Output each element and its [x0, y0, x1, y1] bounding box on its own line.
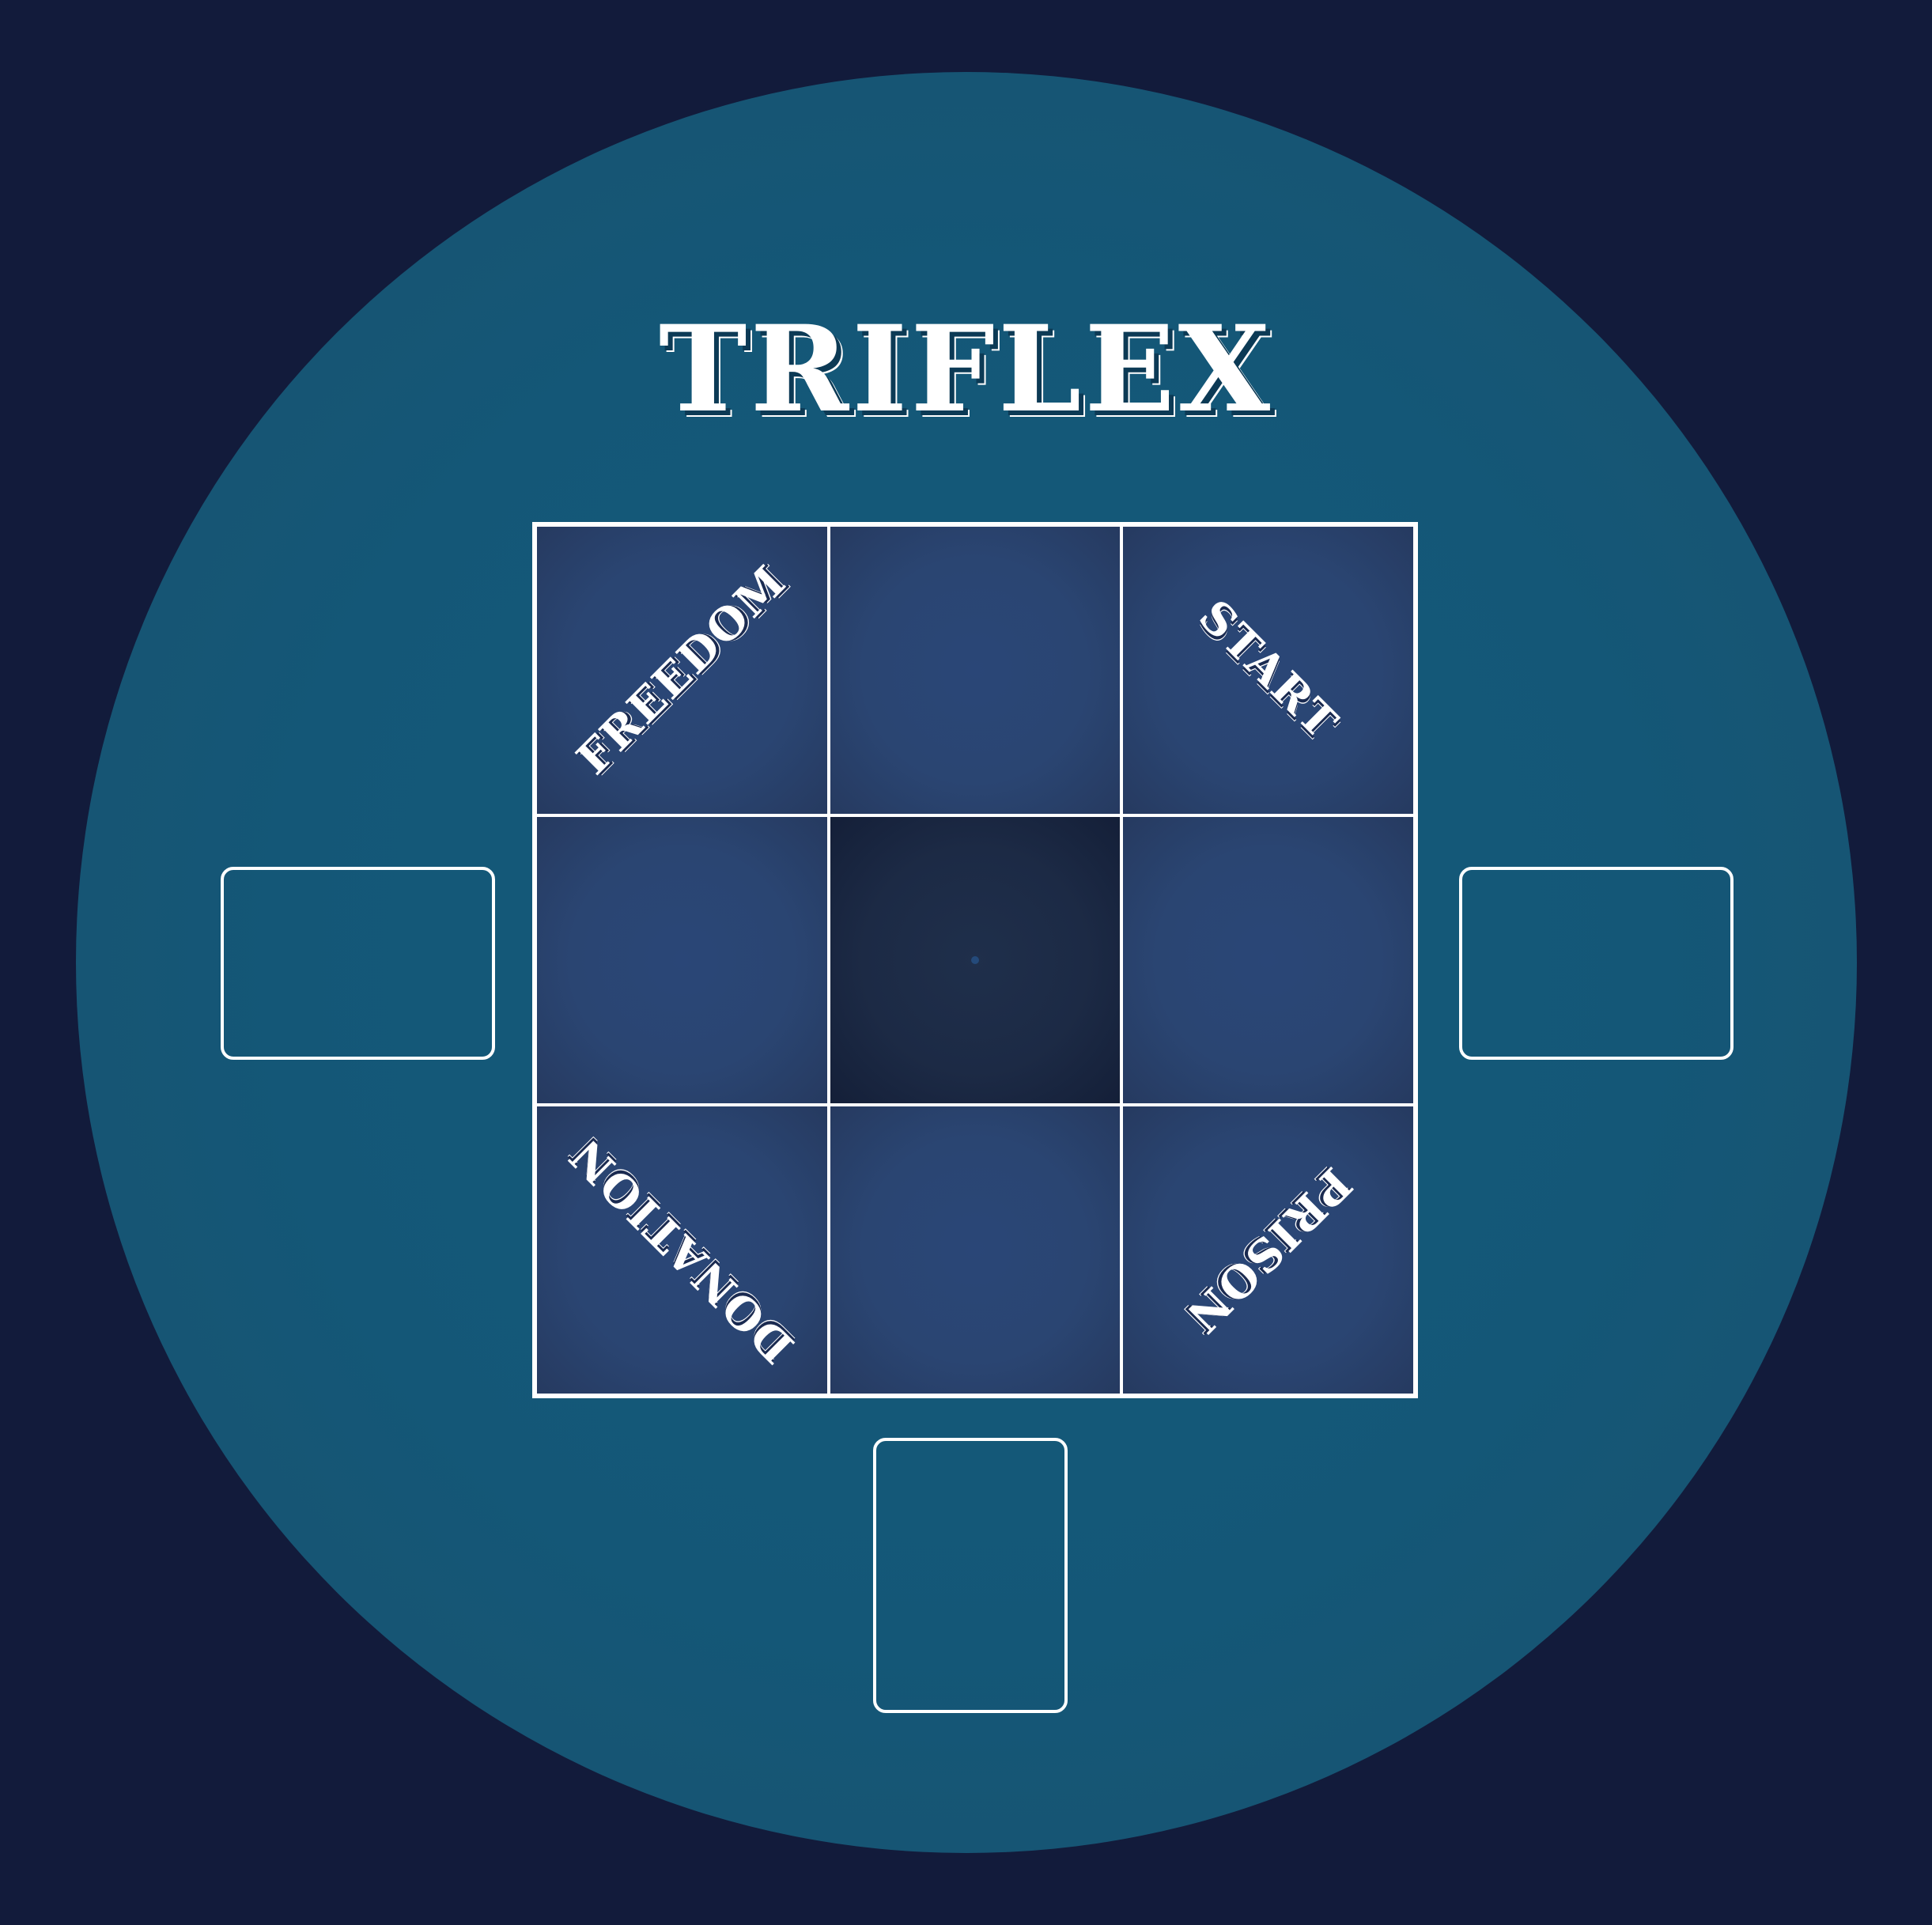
- board-cell-top-right[interactable]: START: [1121, 525, 1415, 815]
- board-cell-middle-left[interactable]: [535, 815, 829, 1106]
- donation-label: DONATION: [559, 1127, 805, 1373]
- board-cell-bottom-right[interactable]: PRISON: [1121, 1105, 1415, 1395]
- board-cell-middle-right[interactable]: [1121, 815, 1415, 1106]
- freedom-label: FREEDOM: [567, 555, 797, 785]
- game-title: TRIFLEX: [658, 300, 1274, 439]
- card-slot-bottom[interactable]: [873, 1438, 1068, 1713]
- board-cell-bottom-center[interactable]: [828, 1105, 1122, 1395]
- card-slot-right[interactable]: [1459, 867, 1734, 1060]
- board-cell-top-center[interactable]: [828, 525, 1122, 815]
- center-dot: [970, 955, 979, 964]
- game-board: FREEDOM START DONATION PRISON: [532, 522, 1418, 1398]
- card-slot-left[interactable]: [221, 867, 495, 1060]
- board-cell-bottom-left[interactable]: DONATION: [535, 1105, 829, 1395]
- start-label: START: [1188, 590, 1348, 751]
- prison-label: PRISON: [1174, 1156, 1362, 1344]
- board-cell-center[interactable]: [828, 815, 1122, 1106]
- board-cell-top-left[interactable]: FREEDOM: [535, 525, 829, 815]
